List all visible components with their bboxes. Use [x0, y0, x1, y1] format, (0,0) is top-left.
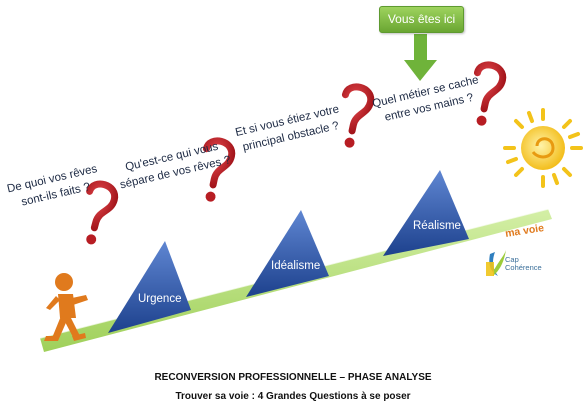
caption-title: RECONVERSION PROFESSIONNELLE – PHASE ANA…: [154, 372, 432, 383]
you-are-here-banner: Vous êtes ici: [379, 6, 464, 33]
triangle-urgence: [108, 241, 191, 333]
triangle-idealisme: [246, 210, 329, 297]
stage-label-urgence: Urgence: [138, 293, 182, 305]
logo-line2: Cohérence: [505, 263, 542, 272]
walking-person-icon: [44, 273, 88, 341]
logo-text: Cap Cohérence: [505, 256, 542, 272]
logo-line1: Cap: [505, 255, 519, 264]
triangle-realisme: [383, 170, 469, 256]
sun-icon: [503, 108, 583, 188]
caption-subtitle: Trouver sa voie : 4 Grandes Questions à …: [175, 391, 411, 402]
down-arrow-icon: [404, 34, 437, 81]
stage-label-idealisme: Idéalisme: [271, 260, 321, 272]
logo-icon: [486, 250, 506, 276]
stage-label-realisme: Réalisme: [413, 220, 461, 232]
